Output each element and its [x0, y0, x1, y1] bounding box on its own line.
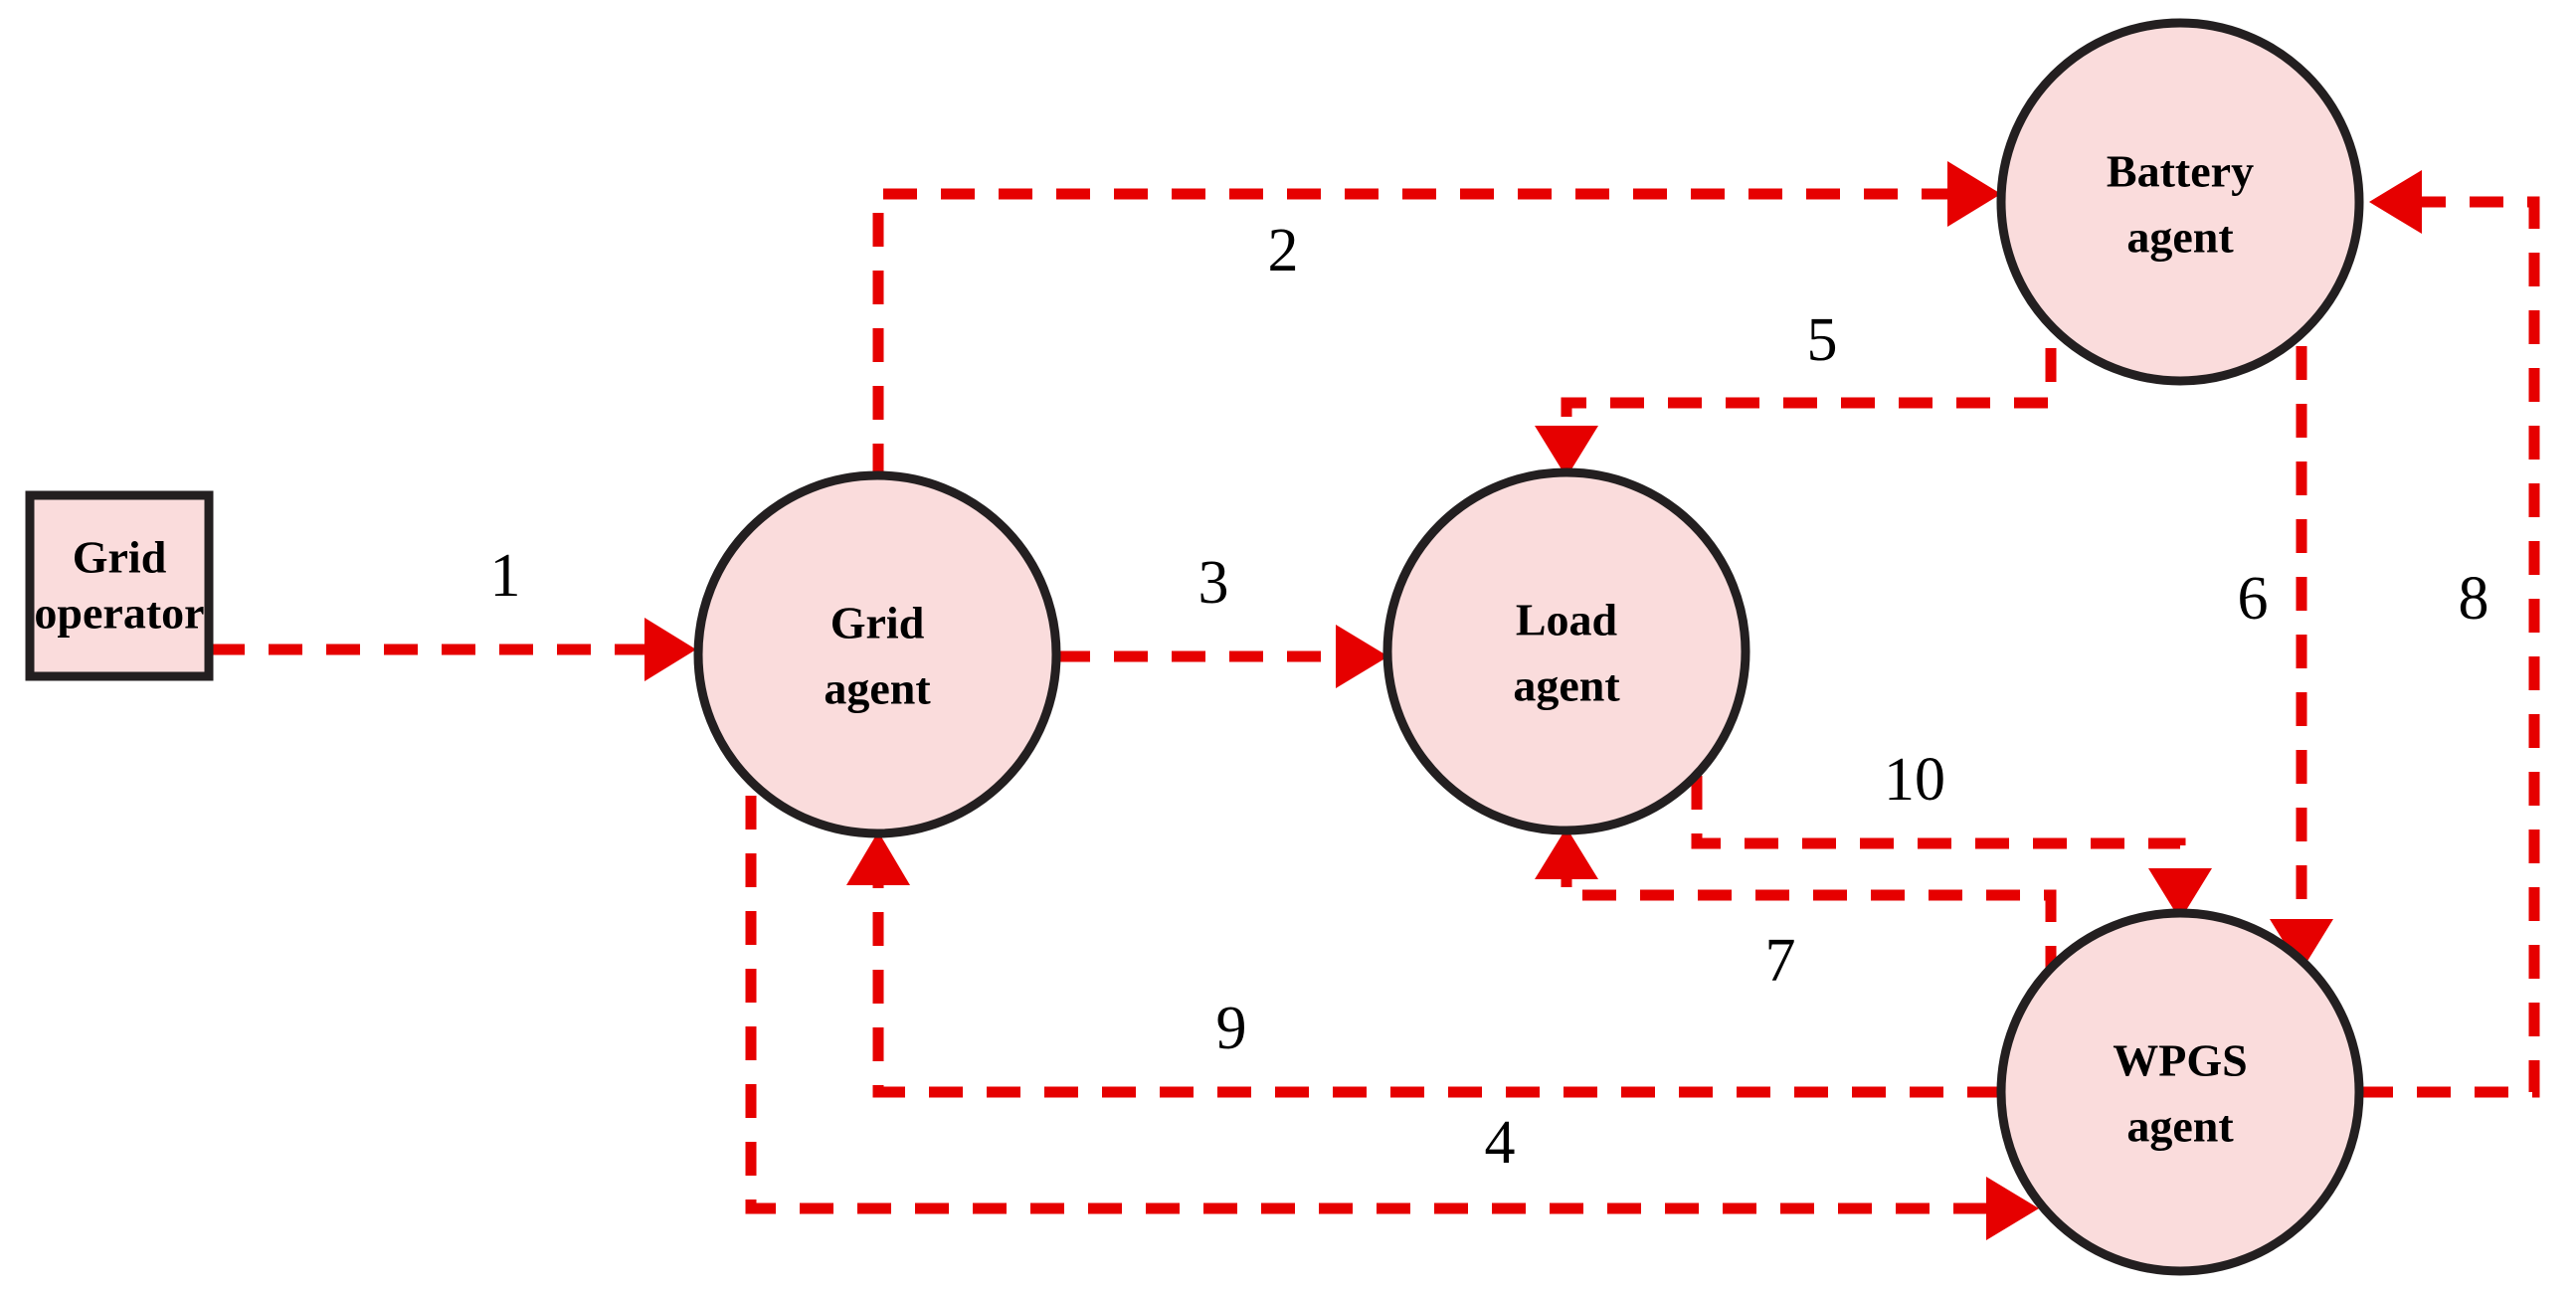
- grid-operator-box[interactable]: [25, 490, 214, 681]
- grid-agent-label-line1: Grid: [830, 598, 925, 648]
- edge-label-2: 2: [1268, 217, 1299, 284]
- edge-label-6: 6: [2238, 565, 2269, 633]
- wpgs-agent-label-line2: agent: [2126, 1101, 2234, 1152]
- edge-label-9: 9: [1216, 995, 1247, 1062]
- grid-operator-label-line1: Grid: [73, 532, 167, 583]
- edge-2-arrowhead: [1947, 161, 2001, 227]
- load-agent-label-line2: agent: [1513, 660, 1620, 711]
- edge-1-arrowhead: [644, 618, 696, 681]
- grid-operator-label-line2: operator: [34, 588, 204, 639]
- battery-agent-circle[interactable]: [1996, 18, 2364, 386]
- node-load-agent[interactable]: Load agent: [1382, 467, 1750, 835]
- edge-5-line: [1561, 348, 2057, 465]
- edge-7-group: [1535, 828, 2057, 980]
- edge-label-10: 10: [1884, 746, 1945, 814]
- battery-agent-label-line2: agent: [2126, 212, 2234, 263]
- node-wpgs-agent[interactable]: WPGS agent: [1996, 908, 2364, 1276]
- edge-10-group: [1691, 776, 2212, 920]
- edge-3-arrowhead: [1336, 625, 1388, 688]
- edge-4-line: [745, 796, 2027, 1214]
- edge-1-group: [211, 618, 696, 681]
- edge-label-7: 7: [1765, 927, 1796, 995]
- wpgs-agent-circle[interactable]: [1996, 908, 2364, 1276]
- battery-agent-label-line1: Battery: [2107, 146, 2254, 197]
- load-agent-label-line1: Load: [1516, 595, 1618, 646]
- edge-8-arrowhead: [2369, 170, 2422, 234]
- edge-2-group: [872, 161, 2001, 477]
- edge-4-group: [745, 796, 2039, 1240]
- node-grid-agent[interactable]: Grid agent: [693, 470, 1061, 838]
- edge-6-arrowhead: [2270, 919, 2333, 971]
- edge-label-1: 1: [490, 542, 521, 610]
- edge-3-group: [1056, 625, 1388, 688]
- edge-7-arrowhead: [1535, 828, 1598, 879]
- edge-label-3: 3: [1198, 549, 1229, 617]
- edge-7-line: [1561, 840, 2057, 980]
- node-grid-operator[interactable]: Grid operator: [25, 490, 214, 681]
- load-agent-circle[interactable]: [1382, 467, 1750, 835]
- edge-5-arrowhead: [1535, 426, 1598, 477]
- edge-label-8: 8: [2459, 565, 2489, 633]
- edge-5-group: [1535, 348, 2057, 477]
- edge-label-4: 4: [1485, 1109, 1516, 1177]
- edge-9-arrowhead: [846, 831, 910, 885]
- edge-4-arrowhead: [1986, 1177, 2039, 1240]
- edge-label-5: 5: [1807, 306, 1838, 374]
- grid-agent-label-line2: agent: [824, 663, 931, 714]
- edge-10-arrowhead: [2148, 868, 2212, 920]
- node-battery-agent[interactable]: Battery agent: [1996, 18, 2364, 386]
- edge-6-group: [2270, 346, 2333, 971]
- edge-9-group: [846, 831, 2001, 1098]
- wpgs-agent-label-line1: WPGS: [2113, 1035, 2247, 1086]
- edge-9-line: [872, 845, 2001, 1098]
- edge-8-line: [2359, 196, 2540, 1098]
- edge-8-group: [2359, 170, 2540, 1098]
- grid-agent-circle[interactable]: [693, 470, 1061, 838]
